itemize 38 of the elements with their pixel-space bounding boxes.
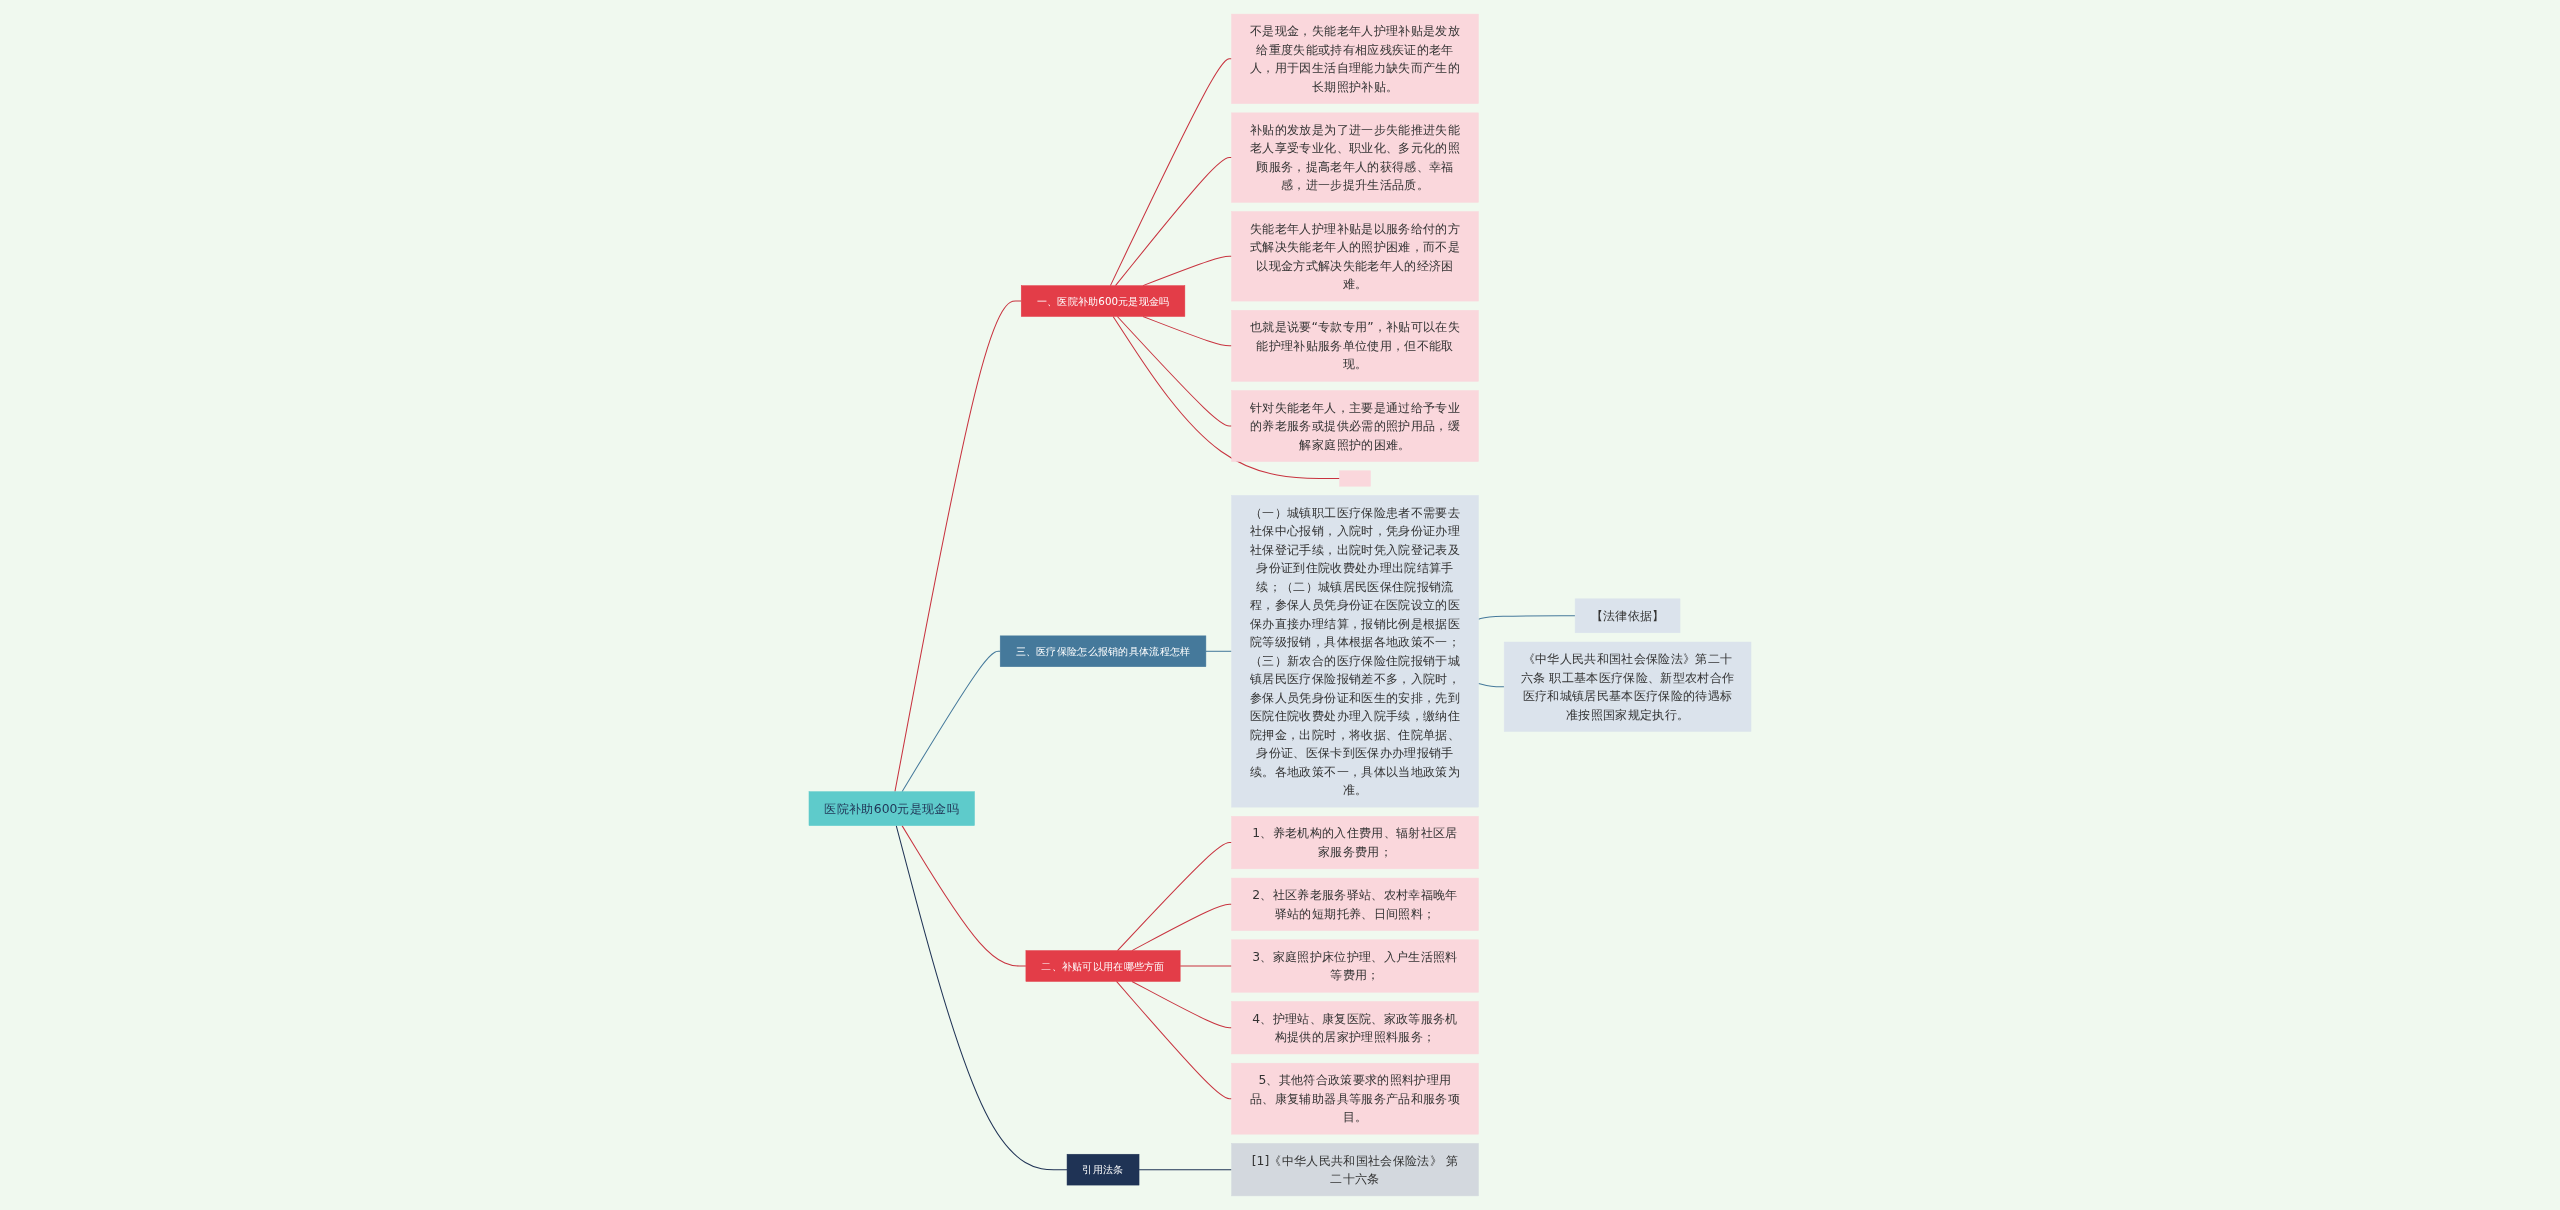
node-box: 1、养老机构的入住费用、辐射社区居家服务费用； xyxy=(1231,816,1479,870)
node-box xyxy=(1339,470,1371,487)
node-box: 也就是说要“专款专用”，补贴可以在失能护理补贴服务单位使用，但不能取现。 xyxy=(1231,310,1479,382)
connector xyxy=(1117,842,1233,952)
connector xyxy=(901,825,1027,967)
connector xyxy=(894,300,1022,793)
node-box: 不是现金，失能老年人护理补贴是发放给重度失能或持有相应残疾证的老年人，用于因生活自理能力缺失而产生的长期照护补贴。 xyxy=(1231,13,1479,104)
node-box: [1]《中华人民共和国社会保险法》 第二十六条 xyxy=(1231,1143,1479,1197)
node-box: 【法律依据】 xyxy=(1574,598,1681,634)
connector xyxy=(1142,316,1233,347)
node-box: 二、补贴可以用在哪些方面 xyxy=(1025,950,1181,982)
node-box: 医院补助600元是现金吗 xyxy=(808,791,975,826)
connector xyxy=(1116,316,1233,427)
connector xyxy=(1131,980,1233,1029)
connector xyxy=(895,825,1068,1171)
node-box: 补贴的发放是为了进一步失能推进失能老人享受专业化、职业化、多元化的照顾服务，提高老年人的获得感、幸福感，进一步提升生活品质。 xyxy=(1231,112,1479,203)
node-box: 5、其他符合政策要求的照料护理用品、康复辅助器具等服务产品和服务项目。 xyxy=(1231,1062,1479,1135)
node-box: 4、护理站、康复医院、家政等服务机构提供的居家护理照料服务； xyxy=(1231,1001,1479,1055)
node-box: （一）城镇职工医疗保险患者不需要去社保中心报销，入院时，凭身份证办理社保登记手续，出院时凭入院登记表及身份证到住院收费处办理出院结算手续；（二）城镇居民医保住院报销流程，参保人员凭身份证在医院设立的医保办直接办理结算，报销比例是根据医院等级报销，具体根据各地政策不一；（三）新农合的医疗保险住院报销于城镇居民医疗保险报销差不多，入院时，参保人员凭身份证和医生的安排，先到医院住院收费处办理入院手续，缴纳住院押金，出院时，将收据、住院单据、身份证、医保卡到医保办办理报销手续。各地政策不一，具体以当地政策为准。 xyxy=(1231,495,1479,808)
connector xyxy=(1205,650,1233,652)
connector xyxy=(1116,980,1233,1100)
node-box: 三、医疗保险怎么报销的具体流程怎样 xyxy=(999,635,1207,667)
connector xyxy=(901,650,1001,793)
node-box: 一、医院补助600元是现金吗 xyxy=(1020,285,1186,317)
node-box: 3、家庭照护床位护理、入户生活照料等费用； xyxy=(1231,939,1479,993)
connector xyxy=(1114,157,1233,287)
connector xyxy=(1179,965,1233,967)
node-box: 《中华人民共和国社会保险法》第二十六条 职工基本医疗保险、新型农村合作医疗和城镇居民基本医疗保险的待遇标准按照国家规定执行。 xyxy=(1503,641,1752,732)
connector xyxy=(1131,903,1233,952)
node-box: 失能老年人护理补贴是以服务给付的方式解决失能老年人的照护困难，而不是以现金方式解决失能老年人的经济困难。 xyxy=(1231,211,1479,302)
connector xyxy=(1477,682,1505,688)
connector xyxy=(1138,1169,1233,1171)
node-box: 2、社区养老服务驿站、农村幸福晚年驿站的短期托养、日间照料； xyxy=(1231,877,1479,931)
connector xyxy=(1112,316,1341,479)
connector xyxy=(1477,615,1576,620)
node-box: 针对失能老年人，主要是通过给予专业的养老服务或提供必需的照护用品，缓解家庭照护的困难。 xyxy=(1231,390,1479,462)
connector xyxy=(1109,58,1233,287)
node-box: 引用法条 xyxy=(1066,1153,1140,1186)
